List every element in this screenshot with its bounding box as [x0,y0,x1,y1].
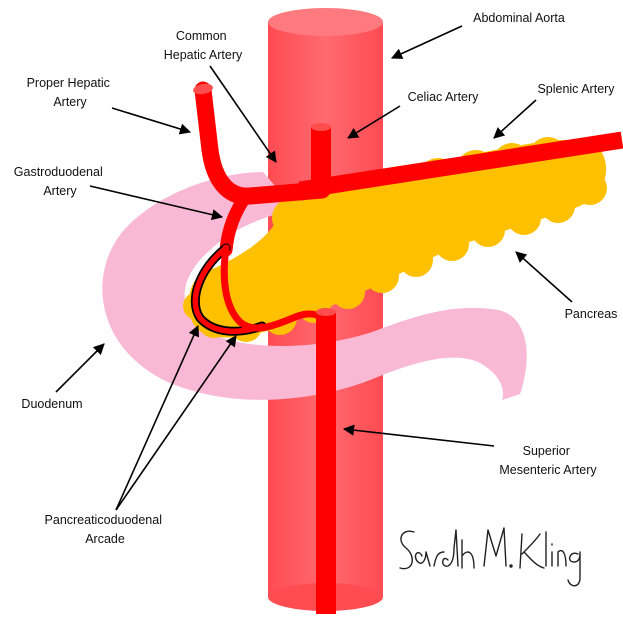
label-abdominal-aorta: Abdominal Aorta [473,11,565,25]
label-splenic-artery: Splenic Artery [537,82,615,96]
label-proper-hepatic-artery: Proper Hepatic Artery [27,76,114,109]
label-superior-mesenteric-artery: Superior Mesenteric Artery [499,444,597,477]
label-gastroduodenal-artery: Gastroduodenal Artery [14,165,106,198]
signature [400,528,580,586]
label-common-hepatic-artery: Common Hepatic Artery [164,29,243,62]
label-duodenum: Duodenum [21,397,82,411]
label-pancreas: Pancreas [565,307,618,321]
label-pancreaticoduodenal-arcade: Pancreaticoduodenal Arcade [45,513,166,546]
label-celiac-artery: Celiac Artery [408,90,480,104]
